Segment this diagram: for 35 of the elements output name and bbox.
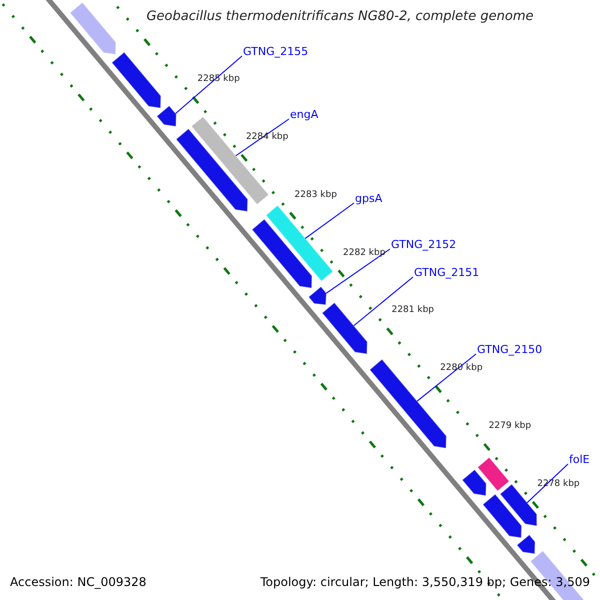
- gene-label: GTNG_2155: [243, 45, 308, 58]
- gene-block: [265, 204, 334, 282]
- accession-text: Accession: NC_009328: [10, 576, 146, 589]
- gene-feature: [322, 302, 368, 354]
- genome-summary: Topology: circular; Length: 3,550,319 bp; Genes: 3,509: [260, 576, 590, 589]
- gene-label: GTNG_2151: [414, 266, 480, 279]
- gene-label: GTNG_2150: [477, 343, 542, 356]
- leader-line: [416, 354, 476, 402]
- gene-feature: [308, 286, 327, 306]
- gene-label: engA: [290, 108, 318, 121]
- gene-feature: [176, 128, 248, 212]
- gene-feature: [156, 105, 177, 127]
- leader-line: [353, 276, 414, 326]
- gene-feature: [251, 218, 312, 289]
- gene-label: folE: [569, 453, 590, 466]
- title: Geobacillus thermodenitrificans NG80-2, complete genome: [145, 10, 534, 23]
- gene-feature: [462, 469, 487, 496]
- gene-feature: [516, 534, 536, 554]
- gene-feature: [69, 2, 116, 55]
- gene-feature: [111, 52, 162, 109]
- gene-block: [477, 456, 510, 492]
- leader-line: [235, 118, 290, 156]
- gene-label: GTNG_2152: [391, 238, 456, 251]
- leader-line: [326, 248, 390, 294]
- gene-label: gpsA: [355, 192, 382, 205]
- gene-block: [190, 116, 270, 206]
- leader-line: [304, 202, 354, 239]
- leader-line: [175, 56, 242, 114]
- tick-label: 2283 kbp: [294, 188, 337, 202]
- gene-feature: [482, 494, 522, 538]
- tick-label: 2281 kbp: [392, 304, 434, 318]
- tick-label: 2279 kbp: [488, 420, 532, 434]
- tick-label: 2282 kbp: [343, 246, 386, 260]
- leader-line: [526, 464, 568, 504]
- gene-feature: [500, 484, 538, 526]
